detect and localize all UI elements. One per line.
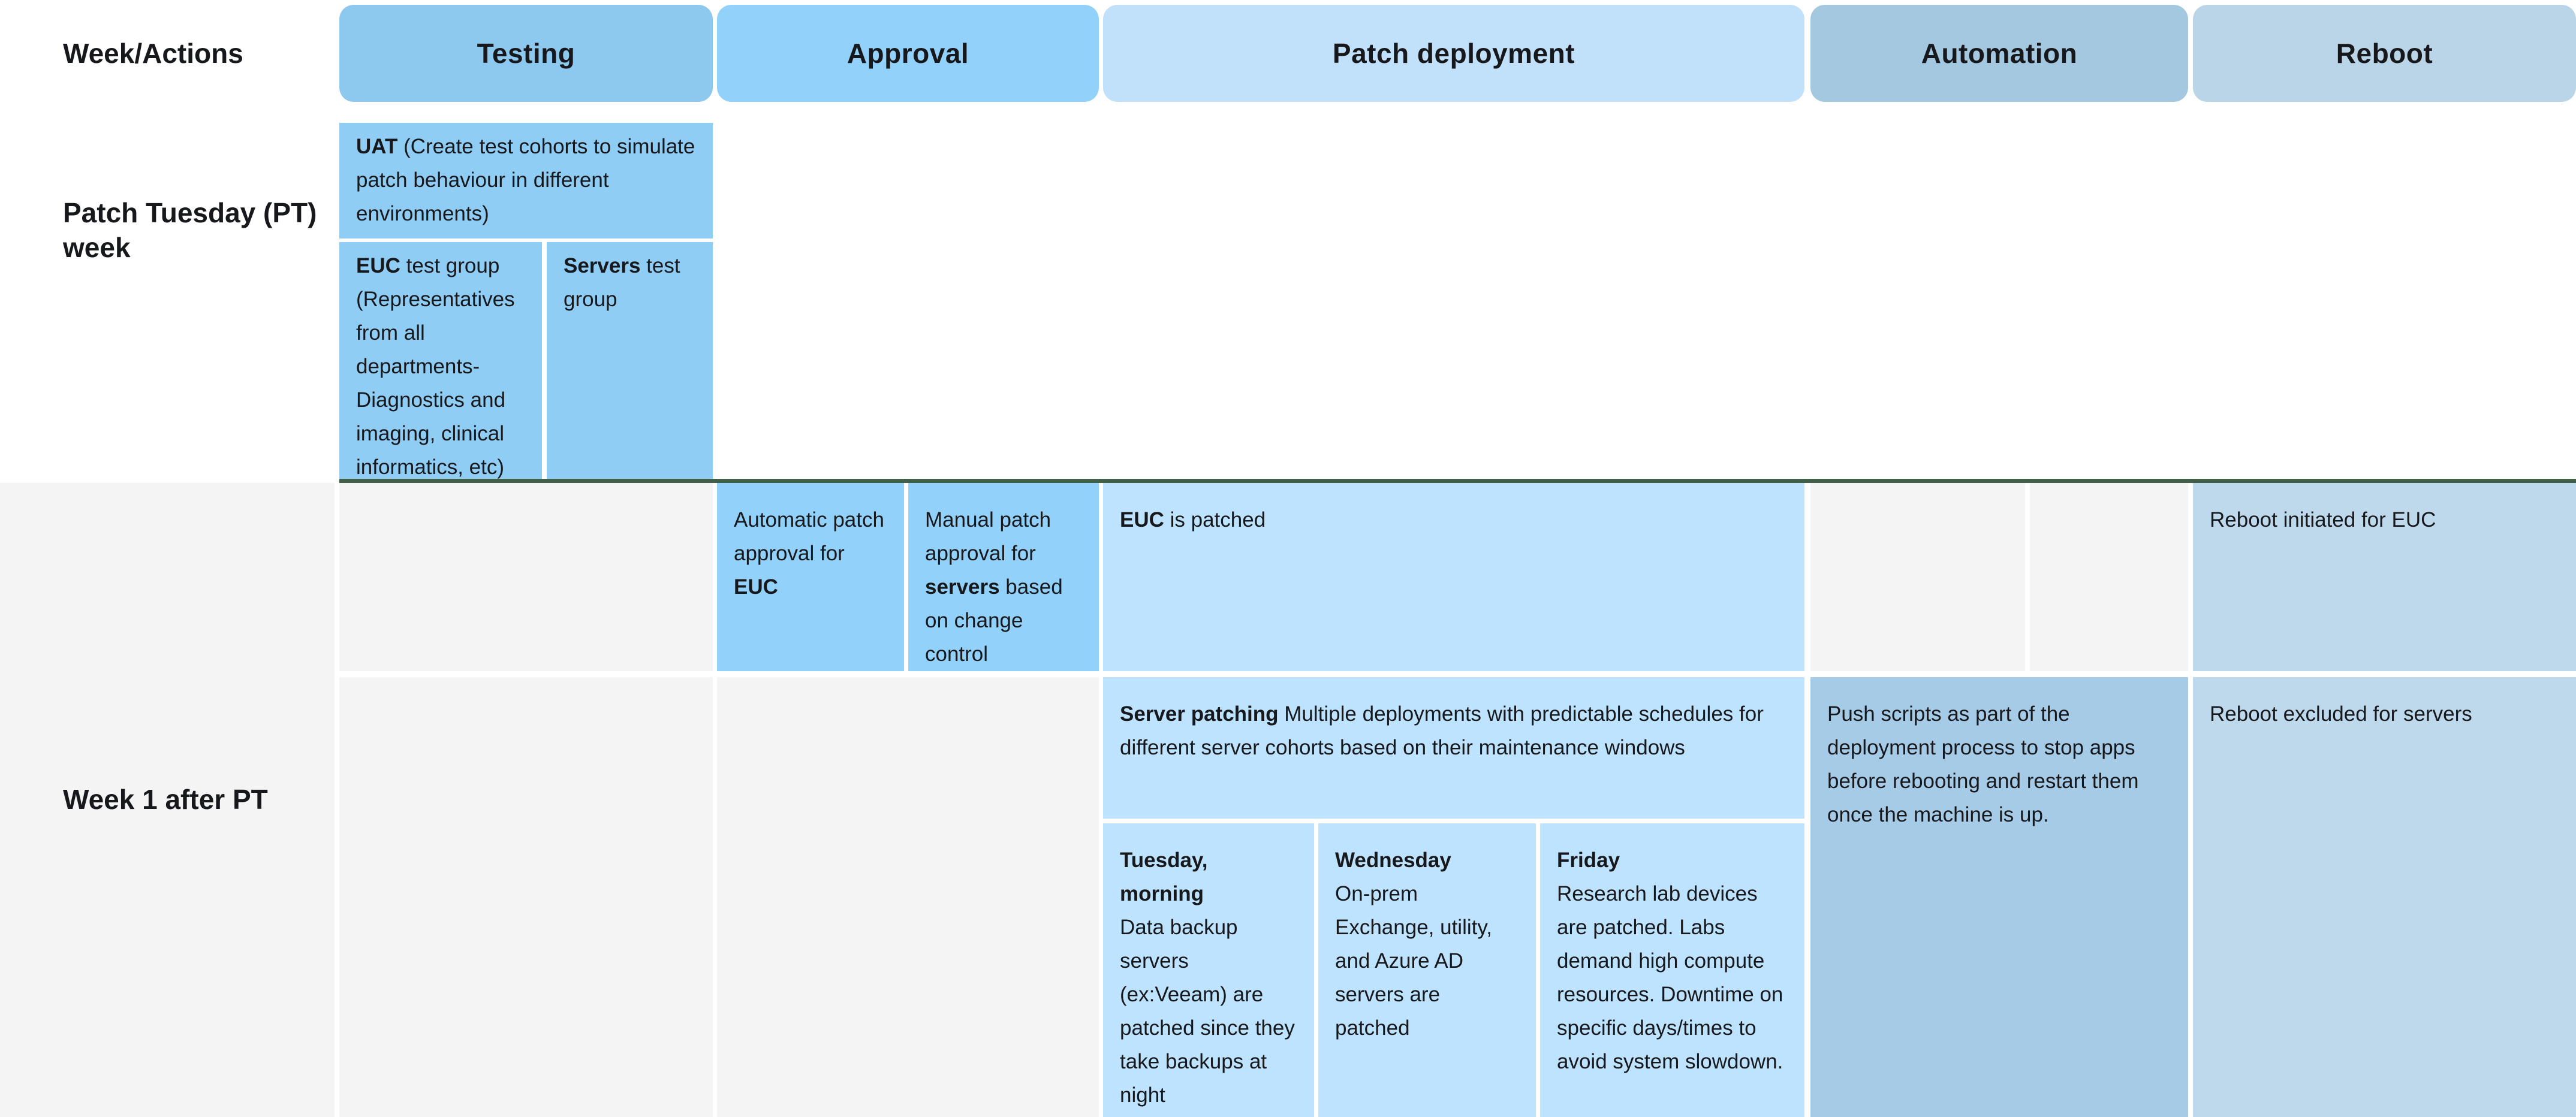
tuesday-heading: Tuesday, morning	[1120, 849, 1208, 905]
row-label-week1-after-pt: Week 1 after PT	[63, 784, 268, 815]
servers-term: Servers	[564, 254, 641, 277]
cell-uat-testing: UAT (Create test cohorts to simulate pat…	[339, 123, 713, 239]
uat-term: UAT	[356, 135, 398, 158]
cell-push-scripts: Push scripts as part of the deployment p…	[1810, 677, 2188, 1117]
cell-euc-is-patched: EUC is patched	[1103, 483, 1804, 671]
server-patching-term: Server patching	[1120, 702, 1279, 726]
column-header-reboot: Reboot	[2193, 5, 2576, 102]
cell-server-patching-summary: Server patching Multiple deployments wit…	[1103, 677, 1804, 819]
servers-term: servers	[925, 575, 1000, 599]
cell-euc-test-group: EUC test group (Representatives from all…	[339, 242, 542, 479]
euc-term: EUC	[1120, 508, 1164, 532]
wednesday-heading: Wednesday	[1335, 849, 1451, 872]
row-label-patch-tuesday-week: Patch Tuesday (PT) week	[63, 197, 317, 263]
cell-reboot-excluded-servers: Reboot excluded for servers	[2193, 677, 2576, 1117]
empty-cell-testing-top	[339, 483, 713, 671]
empty-cell-automation-left	[1810, 483, 2025, 671]
cell-manual-patch-approval: Manual patch approval for servers based …	[908, 483, 1099, 671]
euc-term: EUC	[356, 254, 400, 277]
cell-reboot-initiated-euc: Reboot initiated for EUC	[2193, 483, 2576, 671]
row-separator-line	[339, 479, 2576, 483]
empty-cell-approval-bottom	[717, 677, 1099, 1117]
euc-term: EUC	[734, 575, 778, 599]
empty-cell-testing-bottom	[339, 677, 713, 1117]
column-header-week-actions: Week/Actions	[63, 38, 243, 69]
column-header-patch-deployment: Patch deployment	[1103, 5, 1804, 102]
column-header-automation: Automation	[1810, 5, 2188, 102]
cell-servers-test-group: Servers test group	[547, 242, 713, 479]
week1-label-column-background	[0, 483, 335, 1117]
friday-heading: Friday	[1557, 849, 1620, 872]
cell-automatic-patch-approval: Automatic patch approval for EUC	[717, 483, 904, 671]
empty-cell-automation-right	[2030, 483, 2188, 671]
column-header-approval: Approval	[717, 5, 1099, 102]
column-header-testing: Testing	[339, 5, 713, 102]
